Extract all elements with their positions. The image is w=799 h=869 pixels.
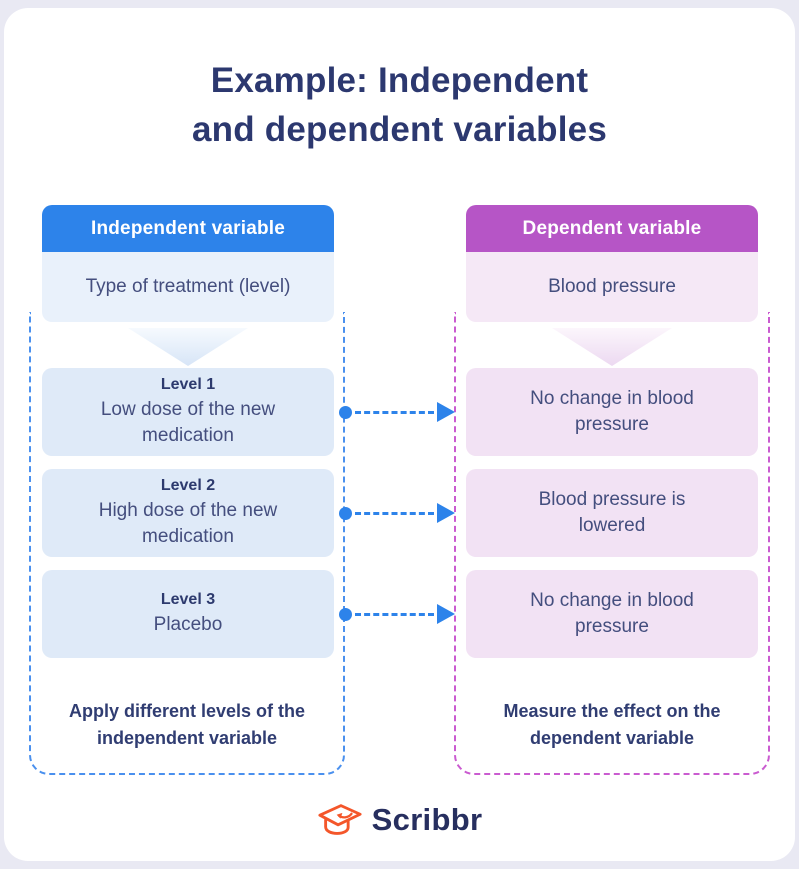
independent-variable-subheader: Type of treatment (level)	[42, 252, 334, 322]
level-2-box: Level 2 High dose of the new medication	[42, 469, 334, 557]
dependent-group-outline	[454, 312, 770, 775]
level-1-label: Level 1	[160, 375, 216, 393]
connector-arrow-1	[339, 401, 455, 423]
arrow-head-icon	[437, 402, 455, 422]
arrow-dot-icon	[339, 405, 352, 419]
level-2-text: High dose of the new medication	[98, 499, 278, 547]
arrow-dashed-line	[355, 612, 434, 616]
dependent-caption: Measure the effect on the dependent vari…	[454, 698, 770, 752]
independent-group-outline	[29, 312, 345, 775]
brand-wordmark: Scribbr	[371, 802, 483, 837]
page-title-line2: and dependent variables	[192, 110, 607, 149]
outcome-3-text: No change in blood pressure	[530, 590, 694, 637]
independent-variable-header: Independent variable	[42, 205, 334, 252]
dependent-variable-header-card: Dependent variable Blood pressure	[466, 205, 758, 322]
arrow-dot-icon	[339, 506, 352, 520]
graduation-cap-icon	[318, 804, 362, 835]
connector-arrow-2	[339, 502, 455, 524]
outcome-1-box: No change in blood pressure	[466, 368, 758, 456]
arrow-head-icon	[437, 604, 455, 624]
level-3-box: Level 3 Placebo	[42, 570, 334, 658]
level-1-box: Level 1 Low dose of the new medication	[42, 368, 334, 456]
brand-logo: Scribbr	[0, 800, 799, 840]
dependent-variable-header: Dependent variable	[466, 205, 758, 252]
connector-arrow-3	[339, 603, 455, 625]
level-3-text: Placebo	[153, 613, 223, 635]
page-title-line1: Example: Independent	[210, 61, 589, 100]
independent-variable-header-card: Independent variable Type of treatment (…	[42, 205, 334, 322]
outcome-3-box: No change in blood pressure	[466, 570, 758, 658]
independent-caption-text: Apply different levels of the independen…	[68, 701, 306, 748]
arrow-dashed-line	[355, 511, 434, 515]
dependent-variable-subheader: Blood pressure	[466, 252, 758, 322]
arrow-head-icon	[437, 503, 455, 523]
level-3-label: Level 3	[160, 590, 216, 608]
outcome-2-text: Blood pressure is lowered	[538, 489, 686, 536]
arrow-dot-icon	[339, 607, 352, 621]
independent-caption: Apply different levels of the independen…	[29, 698, 345, 752]
outcome-1-text: No change in blood pressure	[530, 388, 694, 435]
level-1-text: Low dose of the new medication	[100, 398, 276, 446]
page-title: Example: Independent and dependent varia…	[0, 56, 799, 154]
dependent-caption-text: Measure the effect on the dependent vari…	[503, 701, 721, 748]
outcome-2-box: Blood pressure is lowered	[466, 469, 758, 557]
arrow-dashed-line	[355, 410, 434, 414]
level-2-label: Level 2	[160, 476, 216, 494]
